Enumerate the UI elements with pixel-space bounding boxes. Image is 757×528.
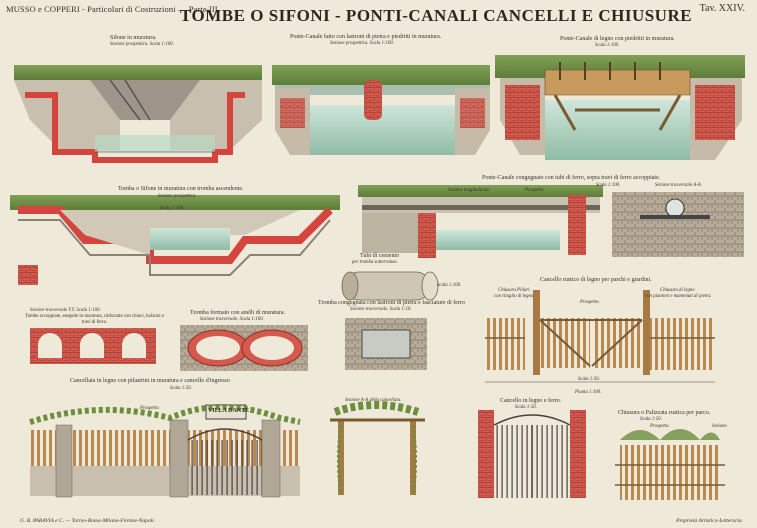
fig13-scale: Scala 1:50.	[515, 405, 537, 410]
fig3-sub: Scala 1:100.	[595, 43, 620, 48]
fig11-view: Prospetto.	[140, 406, 160, 411]
fig10-l2: con ritaglio di legno.	[494, 294, 535, 299]
fig-masonry-ring-culvert	[180, 325, 308, 371]
rights-notice: Proprietà Artistico-Letteraria.	[676, 518, 743, 524]
fig4-sub: Sezione prospettica.	[158, 194, 197, 199]
fig9-sub: Sezione trasversale. Scala 1:50.	[350, 307, 412, 312]
fig-stone-slab-culvert	[345, 318, 427, 370]
fig4-scale: Scala 1:100.	[160, 206, 185, 211]
fig5-title: Ponte-Canale congegnato con tubi di ferr…	[482, 175, 661, 181]
fig2-title: Ponte-Canale fatto con lastroni di pietr…	[290, 34, 442, 40]
fig10-l5: con piantoni e mantenuti di pietra.	[645, 294, 712, 299]
fig6-scale: Scala 1:100.	[437, 283, 462, 288]
fig-stone-aqueduct	[272, 65, 490, 155]
fig8-title: Tromba formato con anelli di muratura.	[190, 310, 286, 316]
fig1-title: Sifone in muratura.	[110, 35, 157, 41]
fig14-view: Prospetto.	[650, 424, 670, 429]
fig1-sub: Sezione prospettica. Scala 1:100.	[110, 42, 174, 47]
fig5-sec2: Prospetto.	[525, 188, 545, 193]
fig-wood-iron-gate	[478, 410, 586, 498]
fig12-title: Sezione A-A della cancellata.	[345, 398, 402, 403]
plate-number: Tav. XXIV.	[699, 3, 745, 14]
fig14-scale: Scala 1:50.	[640, 417, 662, 422]
fig3-title: Ponte-Canale di legno con piedritti in m…	[560, 36, 675, 42]
fig-siphon-ascending	[10, 195, 340, 285]
villa-sign: VILLA DANTE	[208, 408, 250, 414]
fig14-title: Chiusura o Palizzata rustica per parco.	[618, 410, 711, 416]
fig10-l3: Prospetto.	[580, 300, 600, 305]
fig2-sub: Sezione prospettica. Scala 1:100.	[330, 41, 394, 46]
fig5-sec1: Sezione longitudinale.	[448, 188, 491, 193]
fig5-sec3: Sezione trasversale A-A.	[655, 183, 702, 188]
fig-siphon-masonry	[14, 65, 262, 163]
fig6-title: Tubi di cemento	[360, 253, 400, 259]
fig-wooden-aqueduct	[495, 55, 745, 160]
fig11-scale: Scala 1:50.	[170, 386, 192, 391]
fig13-title: Cancello in legno e ferro.	[500, 398, 562, 404]
fig10-plan: Pianta 1:100.	[575, 390, 602, 395]
fig-villa-gate	[29, 404, 301, 498]
fig11-title: Cancellata in legno con pilastrini in mu…	[70, 378, 230, 384]
fig8-sub: Sezione trasversale. Scala 1:100.	[200, 317, 264, 322]
fig14-sec: Sezione.	[712, 424, 728, 429]
fig5-scale: Scala 1:100.	[596, 183, 621, 188]
fig10-l1: Chiusura Piliari	[498, 288, 530, 293]
fig7-sub: Tombe accoppiate, eseguite in muratura, …	[25, 314, 164, 325]
fig4-title: Tomba o Sifone in muratura con tromba as…	[118, 186, 244, 192]
publisher: G. B. PARAVIA e C. — Torino-Roma-Milano-…	[20, 518, 156, 524]
fig-cement-pipes	[341, 271, 439, 301]
fig-iron-pipe-aqueduct	[358, 185, 744, 258]
plate-source: MUSSO e COPPERI - Particolari di Costruz…	[6, 4, 220, 14]
plate-title: TOMBE O SIFONI - PONTI-CANALI CANCELLI E…	[180, 6, 693, 25]
fig10-title: Cancello rustico di legno per parchi e g…	[540, 277, 652, 283]
fig10-scale: Scala 1:50.	[578, 377, 600, 382]
fig10-l4: Chiusura di legno	[660, 288, 695, 293]
fig7-title: Sezione trasversale Y.Y. Scala 1:100.	[30, 308, 101, 313]
fig-pergola-section	[330, 401, 425, 496]
fig-twin-culverts	[30, 328, 156, 364]
fig-rustic-palisade	[615, 429, 725, 500]
fig6-sub: per tromba sotterranea.	[352, 260, 398, 265]
fig-rustic-wooden-gate	[485, 290, 715, 383]
fig9-title: Tromba congegnata con lastroni di pietra…	[318, 300, 465, 306]
